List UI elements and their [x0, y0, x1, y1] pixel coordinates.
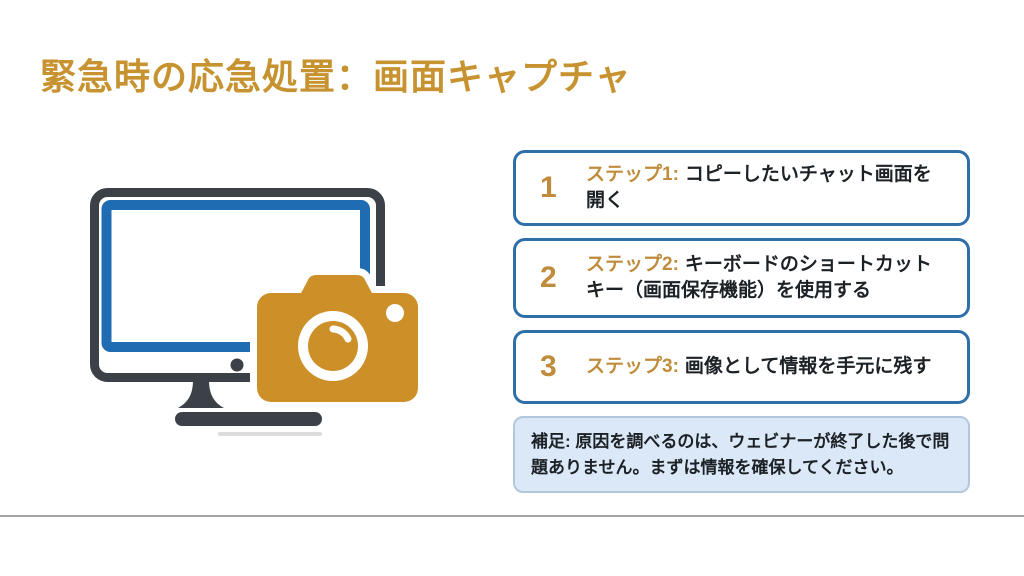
monitor-stand-neck	[178, 380, 224, 408]
step-text: ステップ3:画像として情報を手元に残す	[586, 354, 931, 380]
lens-highlight	[329, 325, 352, 343]
step-number: 3	[540, 350, 557, 383]
monitor-camera-icon	[90, 188, 425, 436]
camera-flash-dot	[386, 304, 404, 322]
step-number: 1	[540, 171, 557, 204]
step-label: ステップ2:	[586, 254, 679, 276]
step-body: コピーしたいチャット画面を開く	[586, 164, 932, 211]
step-text: ステップ2:キーボードのショートカットキー（画面保存機能）を使用する	[586, 252, 949, 303]
step-box-2: 2 ステップ2:キーボードのショートカットキー（画面保存機能）を使用する	[513, 238, 970, 318]
step-body: キーボードのショートカットキー（画面保存機能）を使用する	[586, 254, 932, 301]
bottom-divider	[0, 515, 1024, 517]
step-label: ステップ3:	[586, 356, 679, 378]
stand-shadow	[218, 432, 322, 436]
step-box-1: 1 ステップ1:コピーしたいチャット画面を開く	[513, 150, 970, 226]
step-body: 画像として情報を手元に残す	[684, 356, 932, 378]
step-number: 2	[540, 261, 557, 294]
note-box: 補足: 原因を調べるのは、ウェビナーが終了した後で問題ありません。まずは情報を確…	[513, 416, 970, 493]
step-label: ステップ1:	[586, 164, 679, 186]
step-text: ステップ1:コピーしたいチャット画面を開く	[586, 162, 949, 213]
monitor-power-dot	[230, 358, 244, 372]
step-box-3: 3 ステップ3:画像として情報を手元に残す	[513, 330, 970, 404]
page-title: 緊急時の応急処置：画面キャプチャ	[40, 56, 632, 97]
monitor-stand-base	[175, 412, 322, 426]
